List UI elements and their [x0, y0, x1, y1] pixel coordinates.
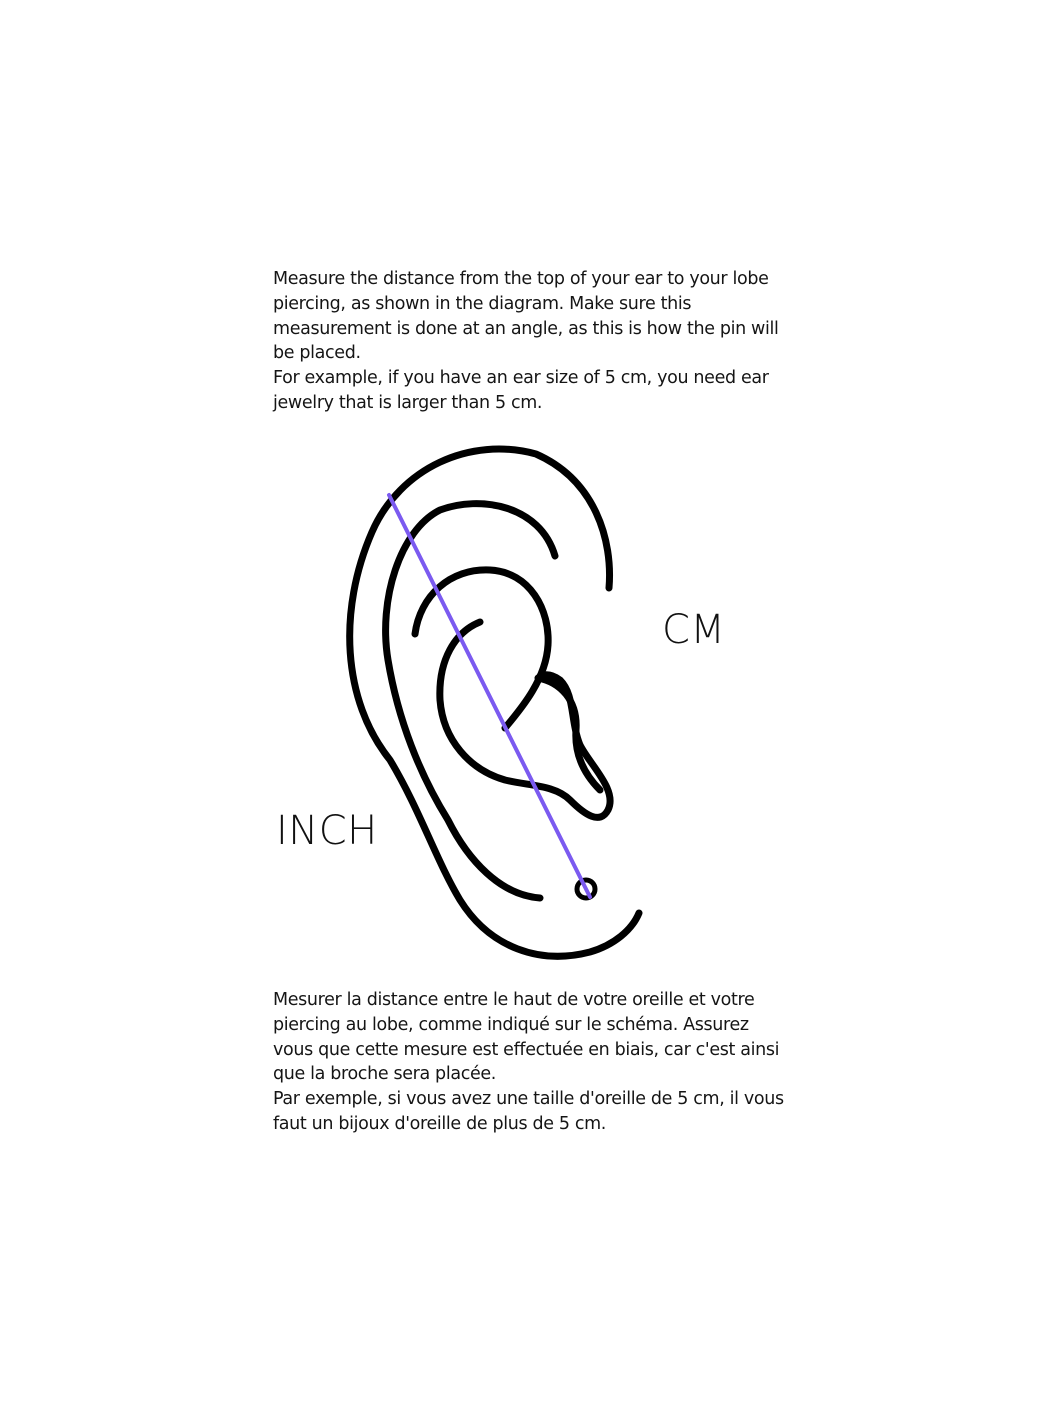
instructions-french: Mesurer la distance entre le haut de vot… [273, 988, 793, 1137]
instructions-english-paragraph-1: Measure the distance from the top of you… [273, 269, 779, 364]
instructions-french-paragraph-1: Mesurer la distance entre le haut de vot… [273, 990, 780, 1085]
ear-tragus [534, 674, 604, 794]
ear-helix [346, 445, 643, 960]
lobe-piercing [574, 877, 598, 901]
instructions-french-paragraph-2: Par exemple, si vous avez une taille d'o… [273, 1089, 784, 1134]
ear-outline [346, 445, 643, 960]
unit-label-cm: CM [662, 607, 726, 653]
unit-label-inch: INCH [276, 808, 378, 854]
ear-concha [411, 566, 552, 732]
ear-antihelix [382, 500, 559, 902]
measurement-line [387, 493, 592, 899]
instructions-english: Measure the distance from the top of you… [273, 267, 793, 416]
ear-diagram [346, 445, 643, 960]
instructions-english-paragraph-2: For example, if you have an ear size of … [273, 368, 769, 413]
